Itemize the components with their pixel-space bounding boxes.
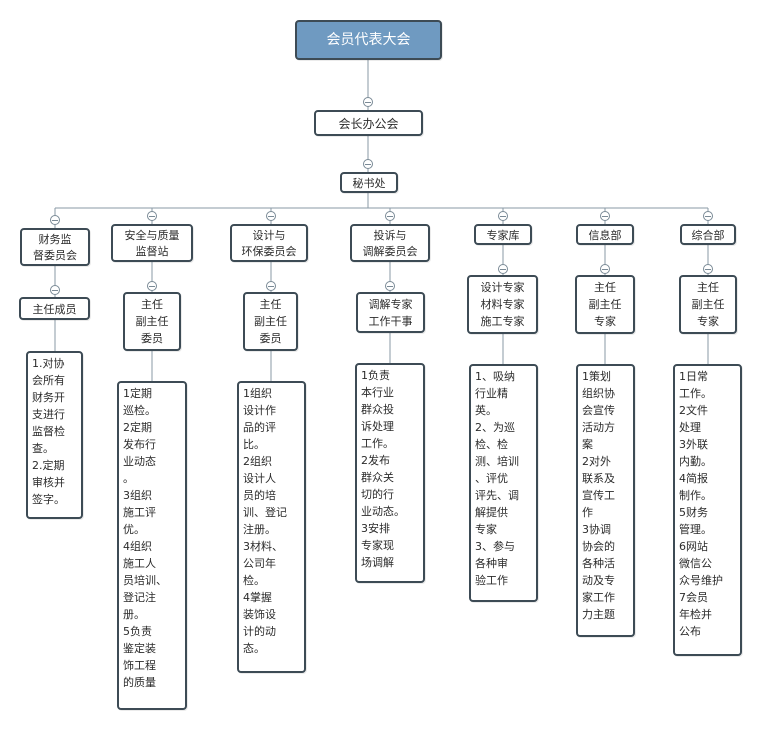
column-duties[interactable]: 1、吸纳 行业精 英。 2、为巡 检、检 测、培训 、评优 评先、调 解提供 专… [469,364,538,602]
column-duties[interactable]: 1定期 巡检。 2定期 发布行 业动态 。 3组织 施工评 优。 4组织 施工人… [117,381,187,710]
column-title[interactable]: 专家库 [474,224,532,245]
collapse-toggle-icon[interactable] [703,264,713,274]
column-duties[interactable]: 1负责 本行业 群众投 诉处理 工作。 2发布 群众关 切的行 业动态。 3安排… [355,363,425,583]
column-title[interactable]: 设计与 环保委员会 [230,224,308,262]
column-duties[interactable]: 1.对协 会所有 财务开 支进行 监督检 查。 2.定期 审核并 签字。 [26,351,83,519]
collapse-toggle-icon[interactable] [50,285,60,295]
column-title[interactable]: 安全与质量 监督站 [111,224,193,262]
column-duties[interactable]: 1日常 工作。 2文件 处理 3外联 内勤。 4简报 制作。 5财务 管理。 6… [673,364,742,656]
collapse-toggle-icon[interactable] [703,211,713,221]
column-role[interactable]: 主任 副主任 专家 [575,275,635,334]
collapse-toggle-icon[interactable] [266,281,276,291]
column-role[interactable]: 设计专家 材料专家 施工专家 [467,275,538,334]
column-role[interactable]: 主任成员 [19,297,90,320]
collapse-toggle-icon[interactable] [147,281,157,291]
column-title[interactable]: 综合部 [680,224,736,245]
column-role[interactable]: 主任 副主任 委员 [243,292,298,351]
column-title[interactable]: 投诉与 调解委员会 [350,224,430,262]
column-role[interactable]: 调解专家 工作干事 [356,292,425,333]
column-duties[interactable]: 1组织 设计作 品的评 比。 2组织 设计人 员的培 训、登记 注册。 3材料、… [237,381,306,673]
column-role[interactable]: 主任 副主任 专家 [679,275,737,334]
collapse-toggle-icon[interactable] [385,281,395,291]
level1-node[interactable]: 会长办公会 [314,110,423,136]
collapse-toggle-icon[interactable] [385,211,395,221]
collapse-toggle-icon[interactable] [498,211,508,221]
column-role[interactable]: 主任 副主任 委员 [123,292,181,351]
column-duties[interactable]: 1策划 组织协 会宣传 活动方 案 2对外 联系及 宣传工 作 3协调 协会的 … [576,364,635,637]
column-title[interactable]: 财务监 督委员会 [20,228,90,266]
collapse-toggle-icon[interactable] [498,264,508,274]
collapse-toggle-icon[interactable] [600,211,610,221]
collapse-toggle-icon[interactable] [147,211,157,221]
collapse-toggle-icon[interactable] [363,97,373,107]
root-node[interactable]: 会员代表大会 [295,20,442,60]
collapse-toggle-icon[interactable] [600,264,610,274]
column-title[interactable]: 信息部 [576,224,634,245]
collapse-toggle-icon[interactable] [50,215,60,225]
collapse-toggle-icon[interactable] [266,211,276,221]
collapse-toggle-icon[interactable] [363,159,373,169]
level2-node[interactable]: 秘书处 [340,172,398,193]
